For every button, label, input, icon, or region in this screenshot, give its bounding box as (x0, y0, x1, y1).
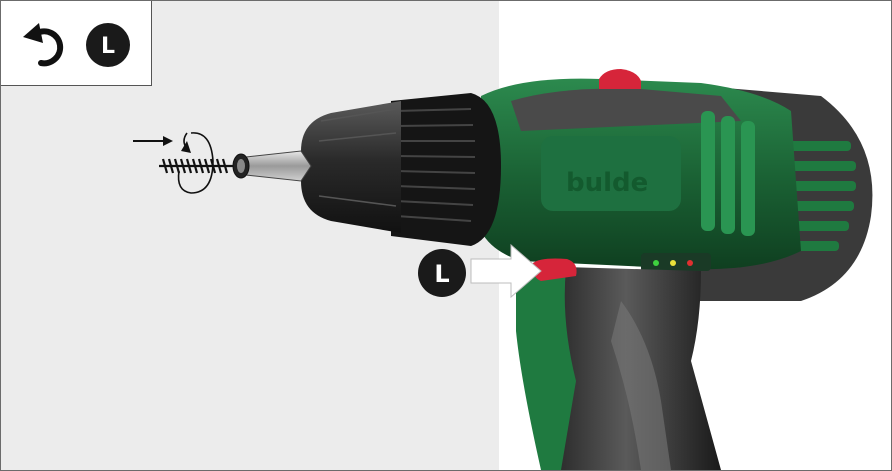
top-red-button (599, 69, 641, 89)
direction-callout-badge: L (418, 249, 466, 297)
body-ribs (701, 111, 755, 236)
push-arrow-icon (133, 136, 173, 146)
drill-chuck (301, 101, 401, 233)
battery-led-panel (641, 253, 711, 271)
mode-indicator-graphic: L (23, 23, 130, 67)
mode-badge-label: L (101, 34, 115, 59)
callout-badge-label: L (434, 260, 449, 288)
screw (159, 158, 233, 174)
led-yellow (670, 260, 676, 266)
mode-badge: L (86, 23, 130, 67)
arrow-right-icon (470, 243, 542, 299)
clutch-ring (391, 93, 501, 246)
mode-indicator-box: L (1, 1, 152, 86)
counterclockwise-arrow-icon (23, 23, 64, 67)
direction-switch (532, 258, 577, 281)
led-red (687, 260, 693, 266)
led-green (653, 260, 659, 266)
brand-text: bulde (566, 168, 648, 198)
